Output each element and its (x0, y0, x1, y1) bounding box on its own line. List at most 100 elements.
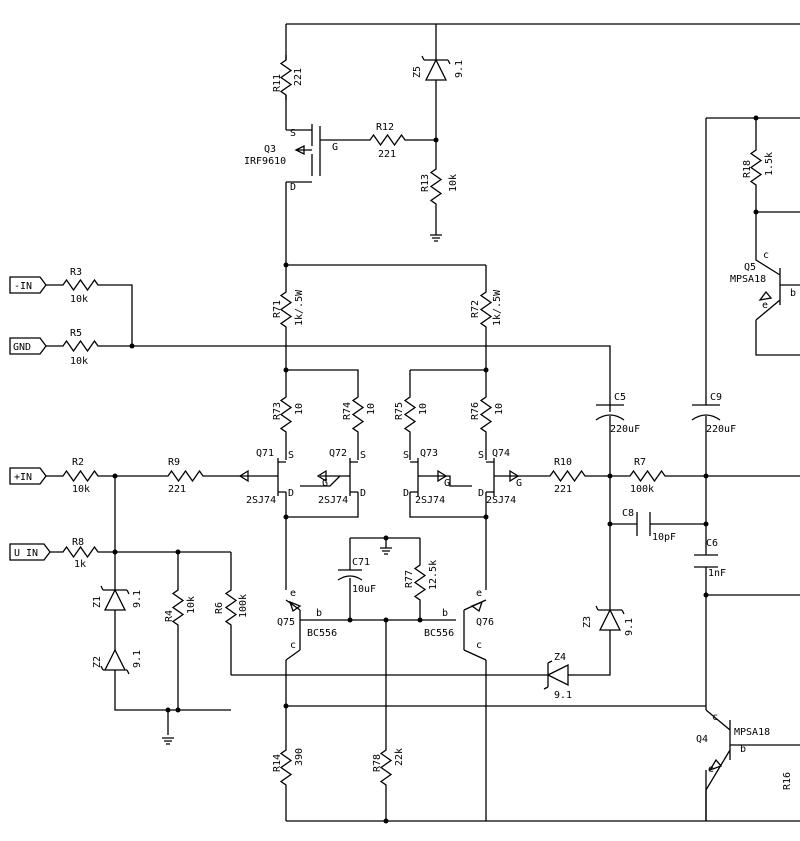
label-q4-pin-b: b (740, 744, 746, 755)
label-q3-pin-s: S (290, 128, 296, 139)
label-r7-value: 100k (630, 484, 654, 495)
wires (46, 23, 800, 822)
label-z24-ref: Z4 (554, 652, 566, 663)
label-z23-ref: Z3 (582, 616, 593, 628)
label-r78-value: 22k (394, 748, 405, 766)
label-q74-ref: Q74 (492, 448, 510, 459)
label-q71-ref: Q71 (256, 448, 274, 459)
label-r71-value: 1k/.5W (294, 289, 305, 326)
label-q73-part: 2SJ74 (415, 495, 445, 506)
label-r75-value: 10 (418, 403, 429, 415)
label-q75-pin-e: e (290, 588, 296, 599)
label-r77-value: 12.5k (428, 560, 439, 590)
label-q73-ref: Q73 (420, 448, 438, 459)
label-q72-pin-d: D (360, 488, 366, 499)
label-q75-ref: Q75 (277, 617, 295, 628)
label-q74-pin-d: D (478, 488, 484, 499)
label-r72-ref: R72 (470, 300, 481, 318)
label-z22-value: 9.1 (132, 650, 143, 668)
input-port-gnd: GND (9, 337, 47, 355)
label-q72-pin-s: S (360, 450, 366, 461)
port-label-pos-in: +IN (14, 472, 32, 483)
label-r9-value: 221 (168, 484, 186, 495)
label-q3-ref: Q3 (264, 144, 276, 155)
capacitors (337, 404, 721, 581)
label-q5-pin-b: b (790, 288, 796, 299)
label-r13-value: 10k (448, 174, 459, 192)
label-c6-value: 1nF (708, 568, 726, 579)
label-r72-value: 1k/.5W (492, 289, 503, 326)
label-c6-ref: C6 (706, 538, 718, 549)
label-c9-value: 220uF (706, 424, 736, 435)
label-r71-ref: R71 (272, 300, 283, 318)
label-q73-pin-d: D (403, 488, 409, 499)
label-c71-ref: C71 (352, 557, 370, 568)
label-r3-ref: R3 (70, 267, 82, 278)
resistors (57, 54, 762, 791)
label-q75-part: BC556 (307, 628, 337, 639)
port-label-neg-in: -IN (14, 281, 32, 292)
label-z21-ref: Z1 (92, 596, 103, 608)
label-q72-pin-g: G (322, 478, 328, 489)
label-q5-part: MPSA18 (730, 274, 766, 285)
label-r10-value: 221 (554, 484, 572, 495)
label-r73-ref: R73 (272, 402, 283, 420)
label-q76-pin-e: e (476, 588, 482, 599)
label-c5-ref: C5 (614, 392, 626, 403)
label-q5-ref: Q5 (744, 262, 756, 273)
label-q71-part: 2SJ74 (246, 495, 276, 506)
label-q73-pin-s: S (403, 450, 409, 461)
label-c8-ref: C8 (622, 508, 634, 519)
label-q5-pin-e: e (762, 300, 768, 311)
label-q73-pin-g: G (444, 478, 450, 489)
label-q3-part: IRF9610 (244, 156, 286, 167)
label-r18-ref: R18 (742, 160, 753, 178)
port-label-gnd: GND (13, 342, 31, 353)
label-r16-ref: R16 (782, 772, 793, 790)
label-q75-pin-b: b (316, 608, 322, 619)
label-q74-pin-s: S (478, 450, 484, 461)
label-r76-ref: R76 (470, 402, 481, 420)
label-r4-value: 10k (186, 596, 197, 614)
label-r14-ref: R14 (272, 754, 283, 772)
label-q75-pin-c: c (290, 640, 296, 651)
label-r2-ref: R2 (72, 457, 84, 468)
label-r8-ref: R8 (72, 537, 84, 548)
label-z23-value: 9.1 (624, 618, 635, 636)
label-r6-value: 100k (238, 594, 249, 618)
label-q3-pin-g: G (332, 142, 338, 153)
label-c9-ref: C9 (710, 392, 722, 403)
label-q72-ref: Q72 (329, 448, 347, 459)
label-z21-value: 9.1 (132, 590, 143, 608)
label-r8-value: 1k (74, 559, 86, 570)
label-q4-ref: Q4 (696, 734, 708, 745)
label-c71-value: 10uF (352, 584, 376, 595)
label-q76-ref: Q76 (476, 617, 494, 628)
label-q71-pin-s: S (288, 450, 294, 461)
label-z25-value: 9.1 (454, 60, 465, 78)
label-r77-ref: R77 (404, 570, 415, 588)
label-q71-pin-d: D (288, 488, 294, 499)
label-q76-part: BC556 (424, 628, 454, 639)
label-r76-value: 10 (494, 403, 505, 415)
label-q5-pin-c: c (763, 250, 769, 261)
label-c5-value: 220uF (610, 424, 640, 435)
label-q4-part: MPSA18 (734, 727, 770, 738)
label-q72-part: 2SJ74 (318, 495, 348, 506)
label-q3-pin-d: D (290, 182, 296, 193)
label-r2-value: 10k (72, 484, 90, 495)
transistor-symbols (238, 144, 773, 772)
port-label-u-in: U IN (14, 548, 38, 559)
input-port-u-in: U IN (9, 543, 51, 561)
label-r11-value: 221 (293, 68, 304, 86)
label-q4-pin-e: e (708, 764, 714, 775)
label-r73-value: 10 (294, 403, 305, 415)
label-r13-ref: R13 (420, 174, 431, 192)
label-q74-part: 2SJ74 (486, 495, 516, 506)
zener-diodes (100, 55, 625, 690)
label-r3-value: 10k (70, 294, 88, 305)
label-r78-ref: R78 (372, 754, 383, 772)
junctions (112, 115, 759, 824)
label-r18-value: 1.5k (764, 152, 775, 176)
